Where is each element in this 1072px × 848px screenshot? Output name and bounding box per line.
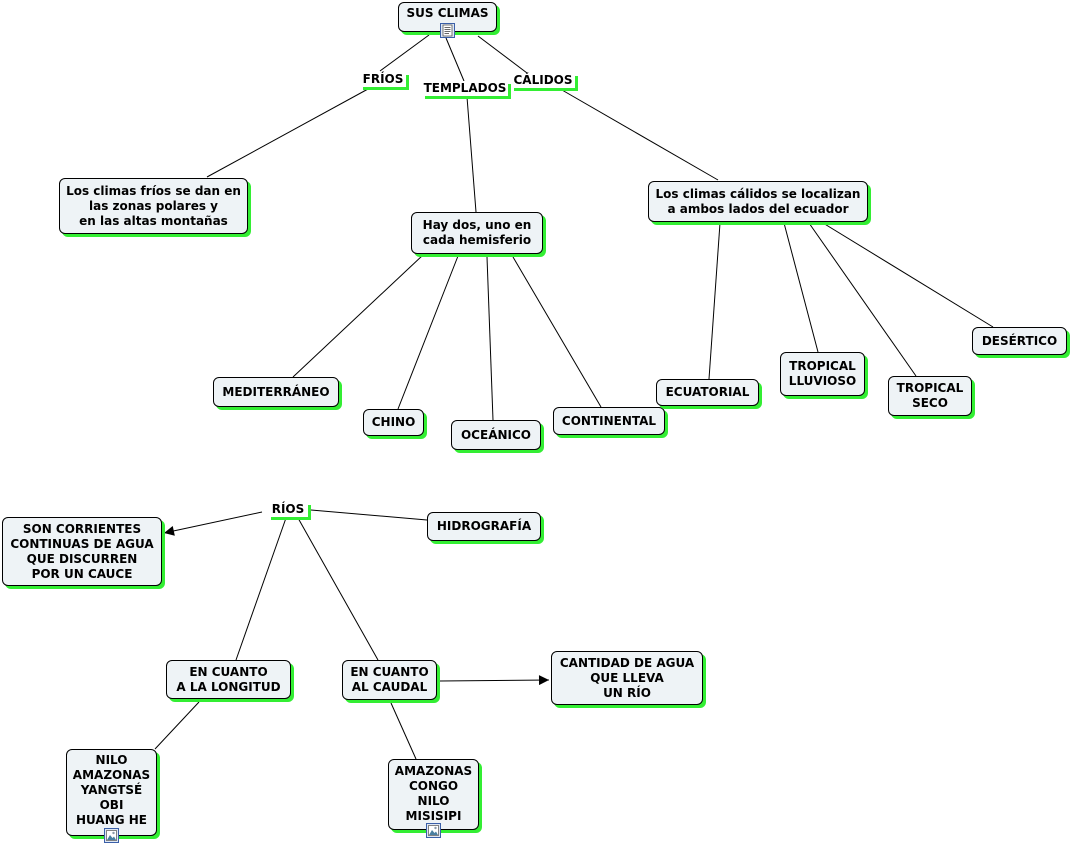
- connector-calidos-description: [561, 89, 719, 181]
- connector-calidos-tropical-seco: [808, 222, 917, 377]
- concept-text-line: Los climas cálidos se localizan: [655, 186, 861, 201]
- connector-hidrografia-rios: [310, 509, 428, 521]
- concept-mediterraneo[interactable]: MEDITERRÁNEO: [213, 377, 339, 407]
- concept-label: CHINO: [371, 415, 416, 429]
- concept-text-line: POR UN CAUCE: [31, 566, 133, 581]
- concept-text-line: LLUVIOSO: [788, 374, 857, 388]
- concept-largest-flow-rivers-list[interactable]: AMAZONAS CONGO NILO MISISIPI: [388, 759, 479, 830]
- connector-calidos-desertico: [822, 222, 994, 328]
- connector-caudal-rivers: [390, 702, 417, 760]
- river-name: CONGO: [408, 779, 459, 793]
- concept-cantidad-de-agua[interactable]: CANTIDAD DE AGUA QUE LLEVA UN RÍO: [551, 651, 703, 705]
- concept-oceanico[interactable]: OCEÁNICO: [451, 420, 541, 450]
- river-name: AMAZONAS: [72, 768, 151, 782]
- link-phrase-templados[interactable]: TEMPLADOS: [422, 81, 508, 96]
- concept-text-line: TROPICAL: [896, 381, 964, 395]
- arrow-rios-definition: [163, 511, 263, 536]
- concept-label: DESÉRTICO: [981, 333, 1058, 348]
- concept-continental[interactable]: CONTINENTAL: [553, 407, 665, 435]
- image-icon[interactable]: [426, 823, 441, 838]
- concept-tropical-seco[interactable]: TROPICAL SECO: [888, 376, 972, 416]
- river-name: OBI: [99, 798, 124, 812]
- river-name: HUANG HE: [75, 813, 147, 827]
- connector-templados-continental: [512, 256, 602, 408]
- river-name: AMAZONAS: [394, 764, 473, 778]
- concept-climas-frios-description[interactable]: Los climas fríos se dan en las zonas pol…: [59, 178, 248, 234]
- document-icon[interactable]: [440, 23, 455, 38]
- connector-calidos-ecuatorial: [708, 222, 721, 380]
- river-name: MISISIPI: [405, 809, 462, 823]
- river-name: YANGTSÉ: [80, 783, 143, 797]
- concept-text-line: UN RÍO: [603, 685, 651, 700]
- concept-rios-definition[interactable]: SON CORRIENTES CONTINUAS DE AGUA QUE DIS…: [2, 517, 162, 586]
- connector-rios-caudal: [297, 517, 379, 661]
- concept-text-line: QUE DISCURREN: [26, 551, 138, 566]
- concept-tropical-lluvioso[interactable]: TROPICAL LLUVIOSO: [780, 352, 865, 396]
- concept-text-line: QUE LLEVA: [590, 670, 664, 685]
- river-name: NILO: [417, 794, 450, 808]
- connector-templados-description: [466, 96, 477, 213]
- concept-chino[interactable]: CHINO: [363, 409, 424, 436]
- concept-text-line: Hay dos, uno en: [422, 218, 532, 232]
- concept-en-cuanto-caudal[interactable]: EN CUANTO AL CAUDAL: [342, 660, 437, 700]
- concept-text-line: SON CORRIENTES: [22, 521, 142, 536]
- connector-root-templados: [445, 37, 465, 82]
- connector-root-frios: [379, 34, 430, 72]
- connector-frios-description: [206, 88, 369, 178]
- connector-templados-mediterraneo: [292, 254, 424, 378]
- connector-root-calidos: [477, 35, 528, 74]
- connector-longitud-rivers: [154, 701, 200, 750]
- connector-templados-chino: [397, 255, 459, 410]
- concept-text-line: en las altas montañas: [79, 213, 228, 228]
- concept-text-line: A LA LONGITUD: [176, 679, 281, 694]
- concept-templados-description[interactable]: Hay dos, uno en cada hemisferio: [411, 212, 543, 254]
- concept-text-line: EN CUANTO: [189, 664, 268, 679]
- link-phrase-calidos[interactable]: CÁLIDOS: [511, 73, 575, 88]
- concept-ecuatorial[interactable]: ECUATORIAL: [656, 379, 759, 406]
- concept-text-line: AL CAUDAL: [351, 680, 428, 694]
- link-phrase-rios[interactable]: RÍOS: [268, 502, 308, 517]
- concept-label: ECUATORIAL: [665, 385, 750, 399]
- concept-text-line: EN CUANTO: [350, 665, 429, 679]
- connector-rios-longitud: [235, 517, 287, 661]
- connector-templados-oceanico: [486, 256, 494, 421]
- river-name: NILO: [95, 753, 128, 767]
- concept-longest-rivers-list[interactable]: NILO AMAZONAS YANGTSÉ OBI HUANG HE: [66, 749, 157, 836]
- connector-calidos-tropical-lluvioso: [783, 222, 819, 353]
- concept-text-line: Los climas fríos se dan en: [66, 183, 241, 198]
- concept-desertico[interactable]: DESÉRTICO: [972, 327, 1067, 355]
- concept-text-line: SECO: [912, 396, 948, 410]
- concept-label: HIDROGRAFÍA: [436, 519, 532, 533]
- link-phrase-frios[interactable]: FRÍOS: [360, 72, 406, 87]
- concept-text-line: cada hemisferio: [422, 233, 532, 247]
- concept-text-line: a ambos lados del ecuador: [667, 201, 849, 216]
- concept-text-line: TROPICAL: [789, 359, 856, 373]
- concept-text-line: CANTIDAD DE AGUA: [559, 655, 695, 670]
- concept-label: OCEÁNICO: [460, 427, 531, 442]
- image-icon[interactable]: [104, 828, 119, 843]
- arrow-caudal-cantidad: [439, 675, 550, 686]
- concept-en-cuanto-longitud[interactable]: EN CUANTO A LA LONGITUD: [166, 660, 291, 699]
- concept-text-line: CONTINUAS DE AGUA: [10, 536, 154, 551]
- concept-label: CONTINENTAL: [561, 413, 657, 428]
- concept-hidrografia[interactable]: HIDROGRAFÍA: [427, 512, 541, 541]
- concept-label: SUS CLIMAS: [406, 6, 489, 20]
- concept-text-line: las zonas polares y: [89, 198, 218, 213]
- concept-label: MEDITERRÁNEO: [222, 384, 330, 399]
- concept-climas-calidos-description[interactable]: Los climas cálidos se localizan a ambos …: [648, 181, 868, 222]
